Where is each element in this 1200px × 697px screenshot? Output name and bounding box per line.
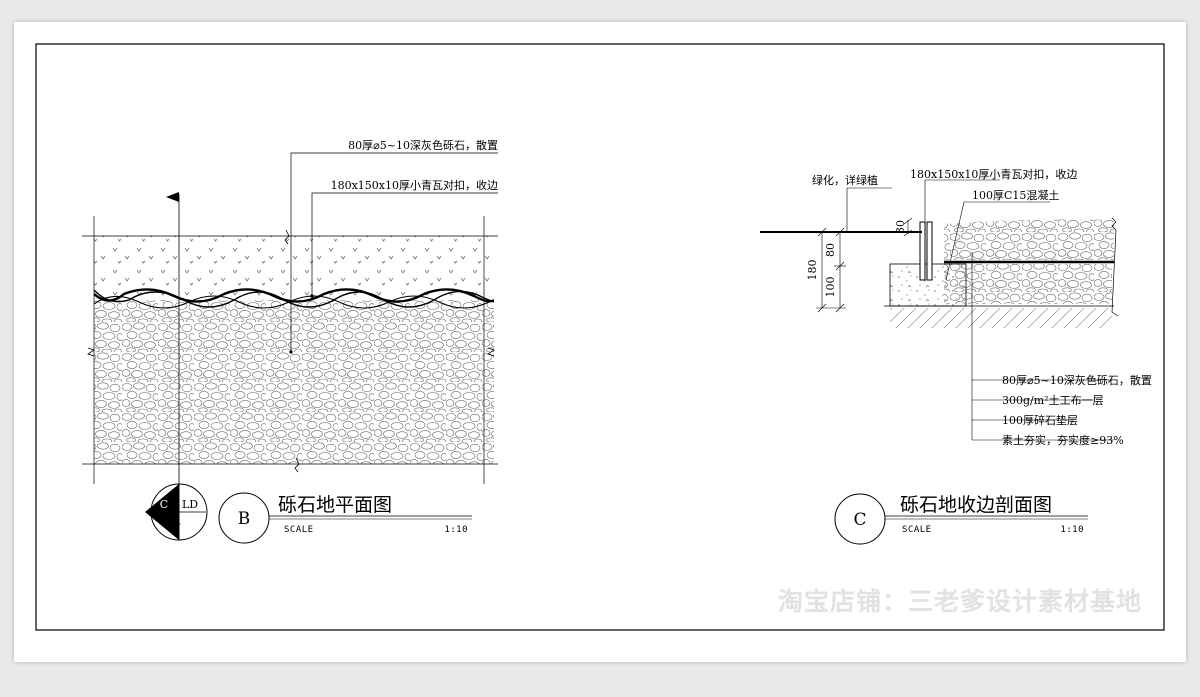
section-title-letter: C — [853, 510, 866, 530]
section-layer-3: 100厚碎石垫层 — [1002, 413, 1078, 427]
section-scale-value: 1:10 — [1060, 525, 1084, 535]
drawing-sheet: 80厚⌀5~10深灰色砾石，散置 180x150x10厚小青瓦对扣，收边 C L… — [14, 22, 1186, 662]
tile-edge — [94, 288, 494, 309]
section-note-tile: 180x150x10厚小青瓦对扣，收边 — [910, 167, 1077, 181]
watermark: 淘宝店铺：三老爹设计素材基地 — [778, 587, 1142, 616]
section-flag-icon — [166, 192, 179, 202]
section-gravel — [944, 219, 1114, 260]
section-scale-label: SCALE — [902, 525, 932, 535]
section-soil — [890, 308, 1112, 328]
marker-right-label: LD — [182, 498, 198, 511]
section-note-green: 绿化，详绿植 — [812, 173, 878, 187]
plan-scale-value: 1:10 — [444, 525, 468, 535]
section-title: 砾石地收边剖面图 — [900, 494, 1052, 516]
plan-scale-label: SCALE — [284, 525, 314, 535]
grass-area — [94, 236, 494, 296]
section-view: 180 80 100 30 绿化，详绿植 180x150x10厚小青瓦对扣，收边… — [760, 167, 1152, 447]
dim-180: 180 — [806, 260, 819, 281]
marker-left-label: C — [160, 498, 168, 511]
gravel-area — [94, 300, 494, 464]
plan-view: 80厚⌀5~10深灰色砾石，散置 180x150x10厚小青瓦对扣，收边 — [82, 138, 498, 532]
dim-30: 30 — [894, 220, 907, 234]
dim-100: 100 — [824, 277, 837, 298]
dim-80: 80 — [824, 243, 837, 257]
section-layer-4: 素土夯实，夯实度≥93% — [1002, 433, 1124, 447]
section-marker: C LD - — [145, 483, 208, 541]
plan-note-tile: 180x150x10厚小青瓦对扣，收边 — [331, 178, 498, 192]
section-dimensions — [816, 217, 913, 313]
plan-title-block: B 砾石地平面图 SCALE 1:10 — [218, 492, 472, 544]
plan-title: 砾石地平面图 — [278, 494, 392, 516]
leader-tile — [311, 192, 498, 296]
section-note-concrete: 100厚C15混凝土 — [972, 188, 1059, 202]
leader-gravel — [290, 152, 498, 352]
outer-frame — [35, 43, 1165, 631]
section-layer-2: 300g/m²土工布一层 — [1002, 394, 1104, 407]
section-base — [944, 264, 1112, 304]
plan-title-letter: B — [238, 509, 251, 529]
section-layer-1: 80厚⌀5~10深灰色砾石，散置 — [1002, 373, 1152, 387]
section-title-block: C 砾石地收边剖面图 SCALE 1:10 — [834, 493, 1088, 545]
cad-drawing: 80厚⌀5~10深灰色砾石，散置 180x150x10厚小青瓦对扣，收边 C L… — [35, 43, 1165, 631]
plan-note-gravel: 80厚⌀5~10深灰色砾石，散置 — [348, 138, 498, 152]
marker-bottom-label: - — [177, 517, 181, 530]
